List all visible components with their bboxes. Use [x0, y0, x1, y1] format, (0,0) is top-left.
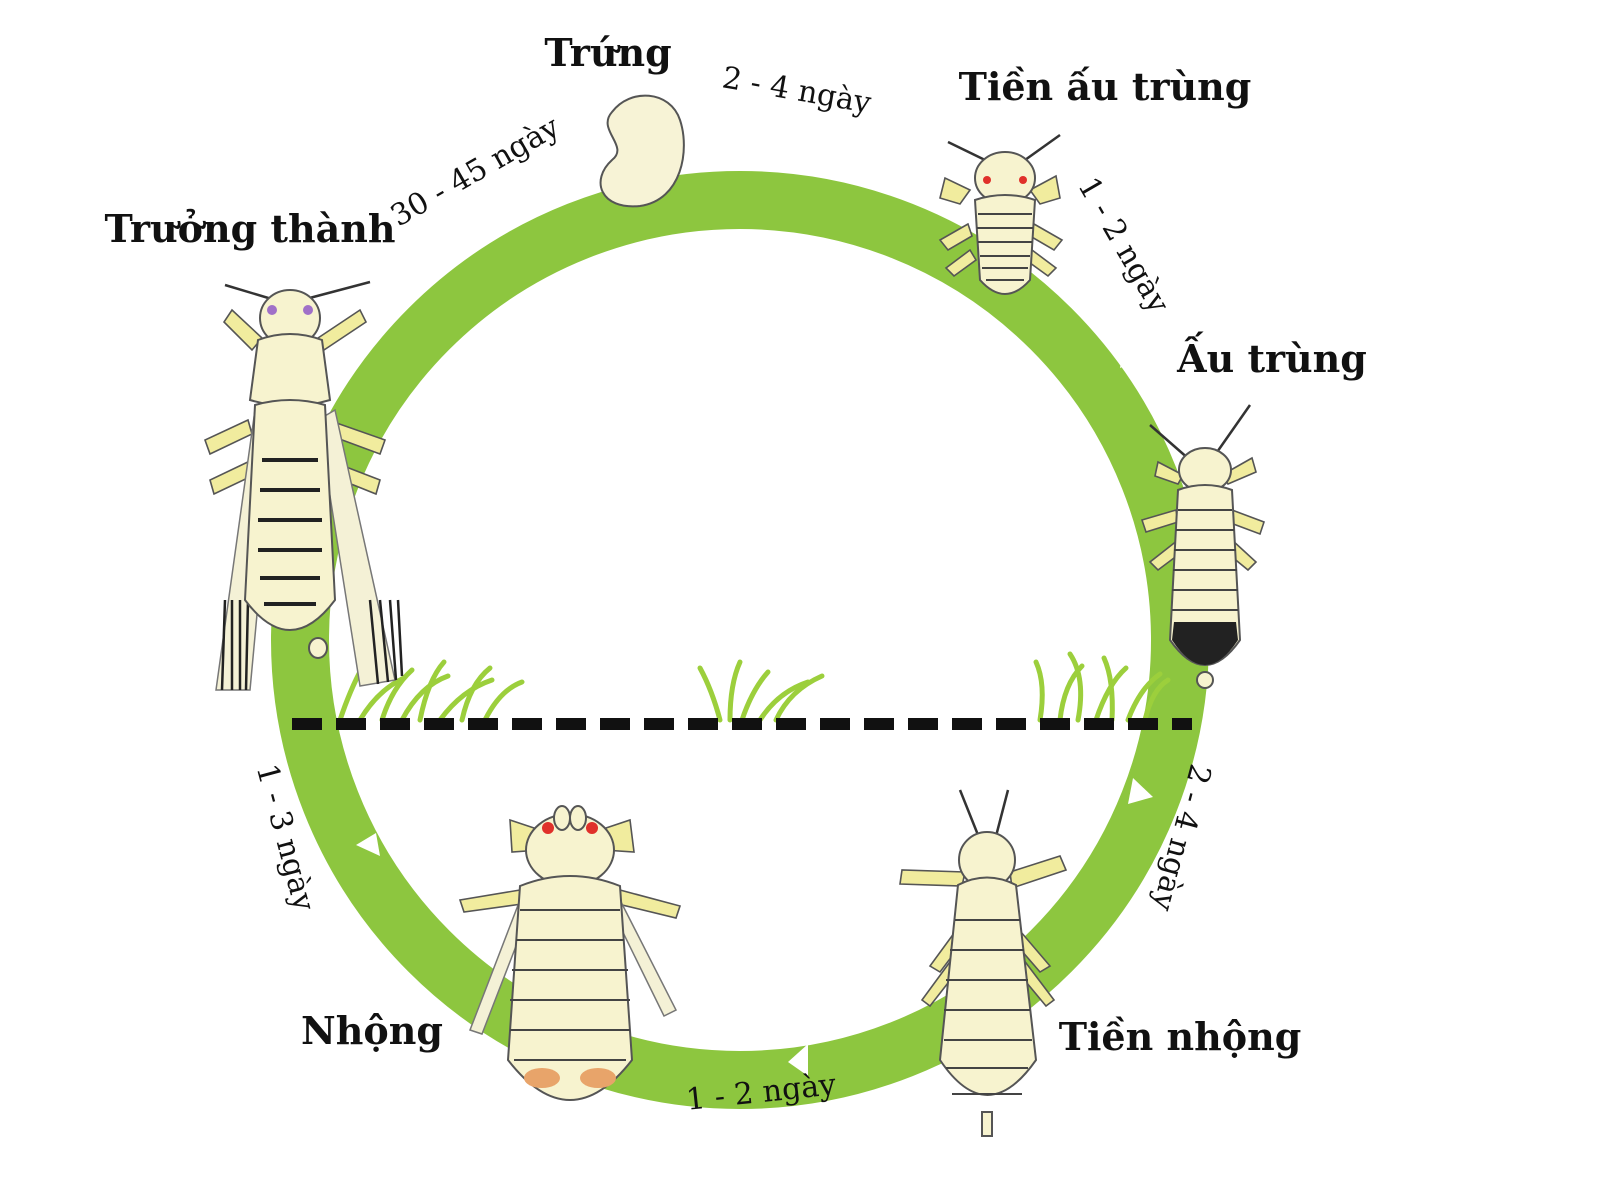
adult-illustration — [204, 280, 404, 691]
arrow-pupa-to-adult — [356, 833, 380, 856]
cycle-ring — [271, 171, 1209, 1109]
cycle-arrows — [356, 127, 1153, 1076]
stage-label-prelarva: Tiền ấu trùng — [959, 64, 1252, 109]
arrow-prepupa-to-pupa — [788, 1044, 808, 1076]
grass-left — [337, 659, 525, 723]
duration-egg-to-prelarva: 2 - 4 ngày — [720, 60, 874, 121]
stage-label-adult: Trưởng thành — [105, 206, 396, 251]
larva-illustration — [1140, 404, 1266, 689]
egg-illustration — [599, 94, 685, 208]
arrow-larva-to-prepupa — [1128, 778, 1153, 804]
stage-label-larva: Ấu trùng — [1176, 332, 1367, 381]
arrow-prelarva-to-larva — [1120, 340, 1145, 368]
pupa-illustration — [458, 805, 682, 1101]
arrow-adult-to-egg — [459, 223, 479, 260]
arrow-egg-to-prelarva — [826, 127, 848, 158]
grass-right — [1033, 651, 1171, 723]
prepupa-illustration — [899, 789, 1068, 1137]
stage-label-egg: Trứng — [544, 30, 671, 75]
stage-label-prepupa: Tiền nhộng — [1059, 1014, 1302, 1059]
prelarva-illustration — [938, 133, 1064, 295]
stage-label-pupa: Nhộng — [301, 1008, 443, 1053]
duration-adult-to-egg: 30 - 45 ngày — [385, 109, 566, 234]
grass-middle — [697, 659, 825, 723]
duration-prelarva-to-larva: 1 - 2 ngày — [1071, 171, 1176, 319]
